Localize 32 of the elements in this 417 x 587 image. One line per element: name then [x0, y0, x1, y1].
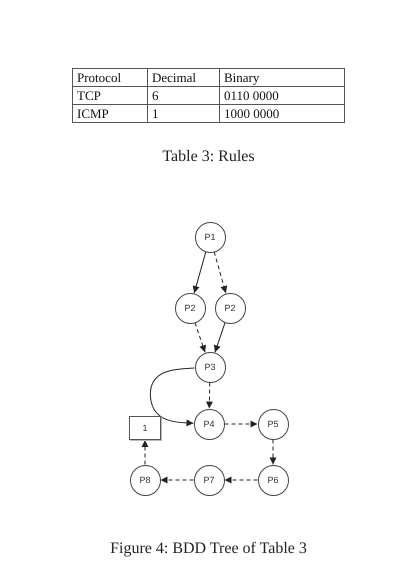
dashed-arrow	[224, 420, 258, 428]
arrow	[214, 322, 226, 353]
variable-node: P1	[194, 222, 226, 252]
arrow	[150, 367, 196, 426]
table-cell: 1000 0000	[220, 104, 344, 122]
table-cell: TCP	[72, 86, 148, 104]
variable-node: P3	[194, 352, 226, 382]
variable-node: P4	[194, 408, 224, 440]
variable-node: P5	[258, 408, 288, 440]
terminal-node: 1	[129, 416, 161, 440]
variable-node: P2	[214, 292, 246, 324]
dashed-arrow	[142, 440, 148, 465]
variable-node: P8	[130, 464, 160, 496]
table-cell: ICMP	[72, 104, 148, 122]
dashed-arrow	[224, 476, 258, 484]
table-cell: 6	[148, 86, 220, 104]
table-cell: Binary	[220, 68, 344, 86]
table-caption: Table 3: Rules	[162, 148, 255, 166]
dashed-arrow	[214, 251, 228, 294]
figure-caption: Figure 4: BDD Tree of Table 3	[110, 540, 307, 558]
table-cell: 0110 0000	[220, 86, 344, 104]
table-cell: Protocol	[72, 68, 148, 86]
variable-node: P7	[194, 464, 224, 496]
variable-node: P2	[174, 292, 206, 324]
dashed-arrow	[160, 476, 194, 484]
dashed-arrow	[270, 439, 276, 465]
arrow	[192, 251, 206, 294]
table-cell: Decimal	[148, 68, 220, 86]
table-cell: 1	[148, 104, 220, 122]
variable-node: P6	[258, 464, 288, 496]
dashed-arrow	[206, 382, 213, 409]
dashed-arrow	[194, 322, 206, 353]
